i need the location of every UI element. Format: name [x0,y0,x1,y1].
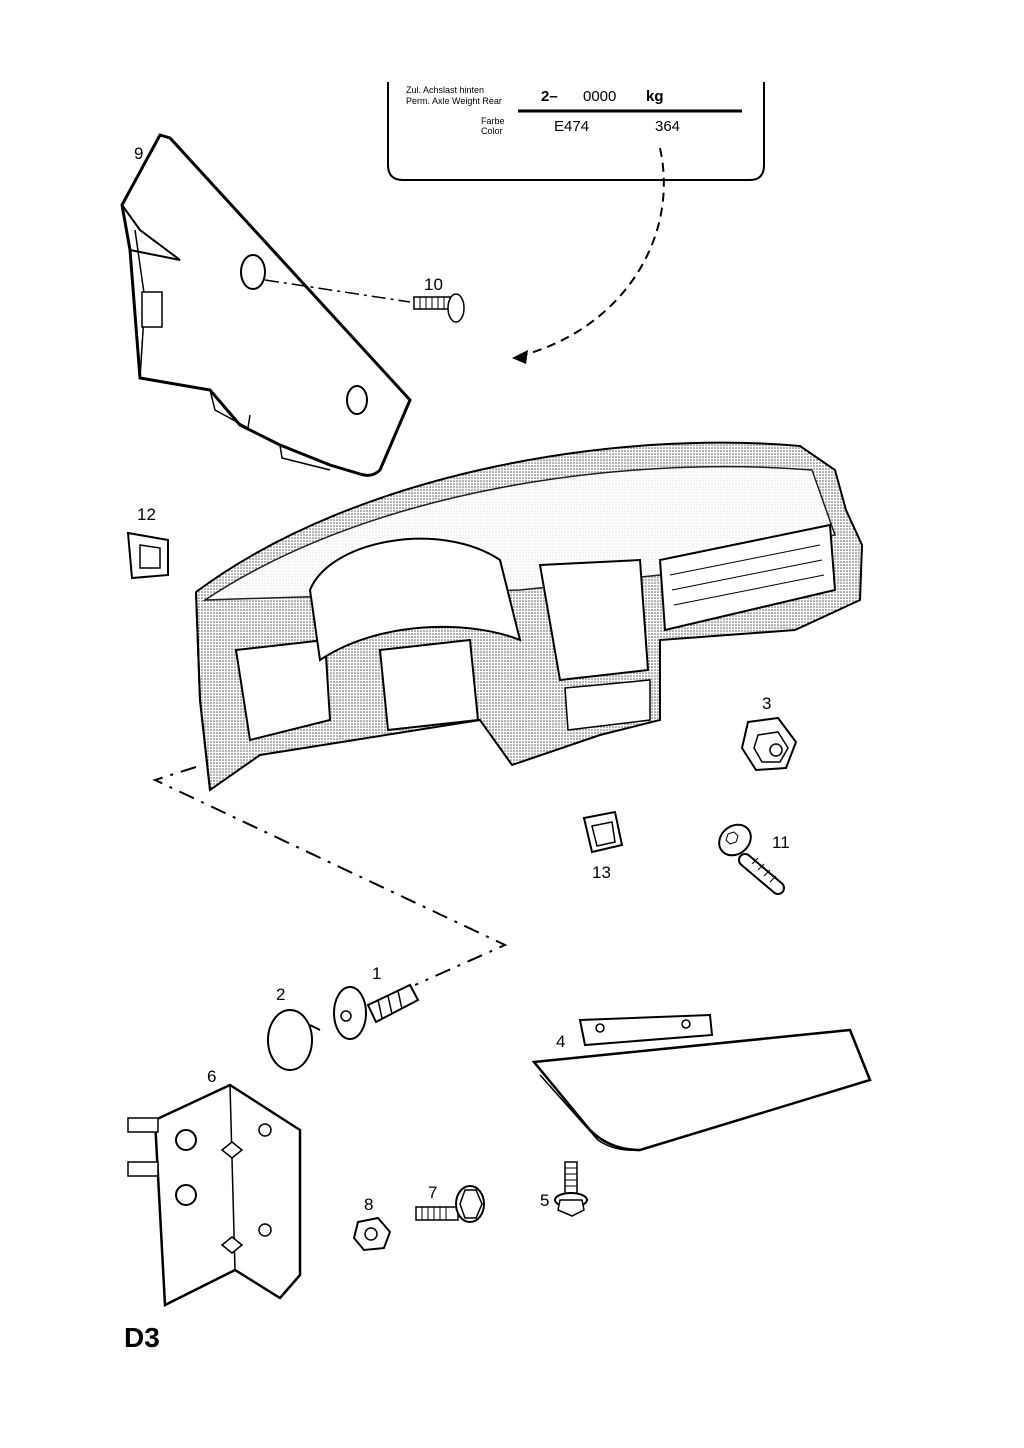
nut-3 [740,716,798,772]
clip-12 [126,531,169,580]
callout-13: 13 [592,863,611,882]
plate-axle-prefix: 2– [541,88,558,105]
callout-11: 11 [772,833,790,852]
callout-10: 10 [424,275,443,294]
plate-axle-label-en: Perm. Axle Weight Rear [406,96,502,106]
plate-axle-unit: kg [646,88,664,105]
plate-color-code: E474 [554,118,590,135]
callout-2: 2 [276,985,286,1004]
plate-color-number: 364 [655,118,681,135]
callout-5: 5 [540,1191,550,1210]
cap-2 [267,1009,321,1071]
screw-10 [413,293,465,323]
callout-1: 1 [372,964,382,983]
callout-4: 4 [556,1032,566,1051]
plate-axle-label-de: Zul. Achslast hinten [406,85,485,95]
callout-6: 6 [207,1067,217,1086]
plate-color-label-en: Color [481,126,503,136]
panel-4 [531,1013,872,1152]
dashboard-assembly [194,441,864,792]
color-arrow-head [512,350,528,364]
clip-13 [582,810,624,854]
nut-8 [352,1216,392,1252]
bolt-7 [415,1185,485,1223]
color-arrow [519,147,665,357]
plate-axle-value: 0000 [583,88,617,105]
callout-3: 3 [762,694,772,713]
screw-11 [718,823,785,895]
callout-9: 9 [134,144,144,163]
bracket-6 [127,1083,302,1307]
callout-7: 7 [428,1183,438,1202]
leader-10 [264,279,411,303]
id-plate [387,82,765,181]
plate-color-label-de: Farbe [481,116,505,126]
callout-12: 12 [137,505,156,524]
push-clip-1 [333,983,420,1040]
leader-1 [152,766,508,986]
side-trim-panel [120,133,412,477]
page-code: D3 [124,1322,160,1353]
bolt-5 [554,1161,588,1217]
callout-8: 8 [364,1195,374,1214]
